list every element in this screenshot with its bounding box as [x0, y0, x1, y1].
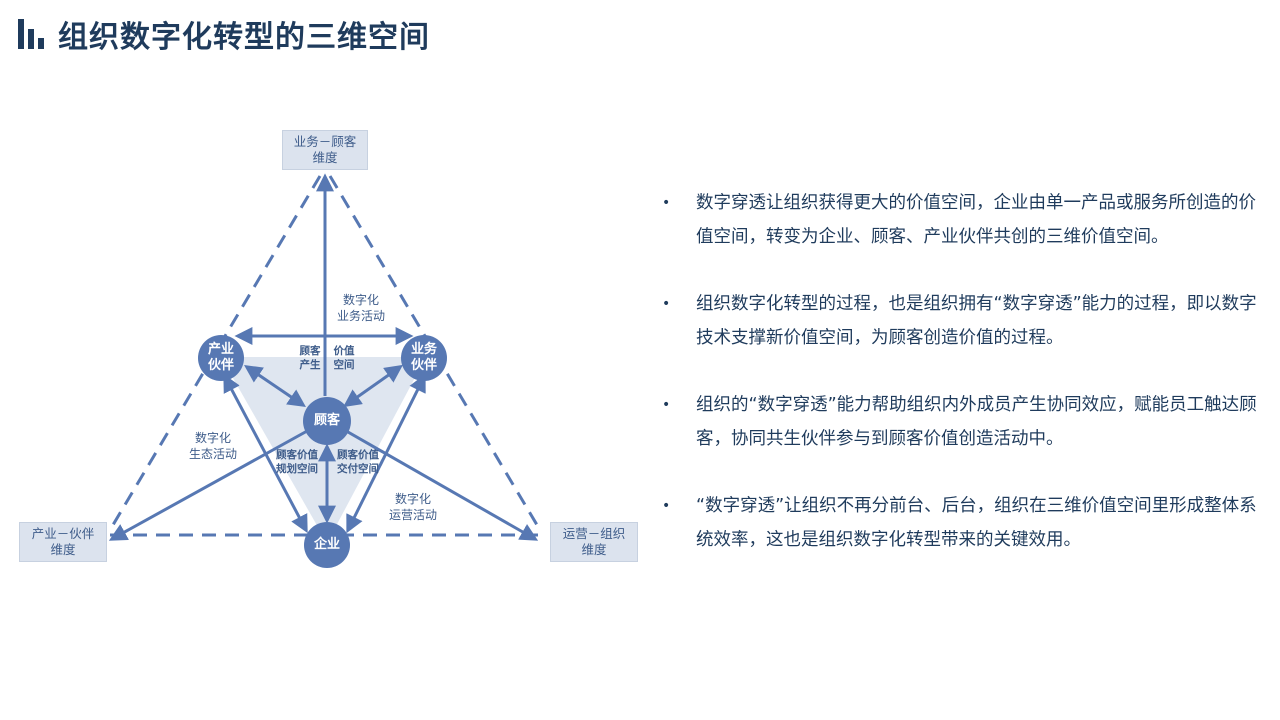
customer-create-label: 顾客产生 [299, 345, 321, 371]
list-item: • 组织数字化转型的过程，也是组织拥有“数字穿透”能力的过程，即以数字技术支撑新… [660, 287, 1260, 355]
business-activity-label: 数字化业务活动 [336, 293, 385, 323]
page-title: 组织数字化转型的三维空间 [58, 20, 430, 55]
bar-chart-icon [18, 19, 46, 49]
bullet-icon: • [662, 397, 671, 413]
value-space-label: 价值空间 [333, 345, 355, 371]
operations-activity-label: 数字化运营活动 [388, 492, 437, 522]
customer-node: 顾客 [303, 397, 351, 445]
three-dimension-diagram: 业务－顾客维度 产业－伙伴维度 运营－组织维度 产业伙伴 业务伙伴 顾客 企业 … [0, 110, 660, 590]
diagram-lines [108, 173, 542, 543]
left-dimension-box: 产业－伙伴维度 [19, 522, 107, 562]
bullet-icon: • [662, 195, 671, 211]
bullet-list: • 数字穿透让组织获得更大的价值空间，企业由单一产品或服务所创造的价值空间，转变… [660, 186, 1260, 590]
bullet-icon: • [662, 498, 671, 514]
arrow-industry-enterprise [223, 373, 308, 534]
deliver-space-label: 顾客价值交付空间 [337, 449, 379, 475]
enterprise-node: 企业 [304, 522, 350, 568]
plan-space-label: 顾客价值规划空间 [276, 449, 318, 475]
list-item: • 数字穿透让组织获得更大的价值空间，企业由单一产品或服务所创造的价值空间，转变… [660, 186, 1260, 254]
list-item: • “数字穿透”让组织不再分前台、后台，组织在三维价值空间里形成整体系统效率，这… [660, 489, 1260, 557]
bullet-icon: • [662, 296, 671, 312]
business-partner-node: 业务伙伴 [401, 335, 447, 381]
header: 组织数字化转型的三维空间 [18, 14, 430, 55]
ecology-activity-label: 数字化生态活动 [188, 431, 237, 461]
industry-partner-node: 产业伙伴 [198, 335, 244, 381]
list-item: • 组织的“数字穿透”能力帮助组织内外成员产生协同效应，赋能员工触达顾客，协同共… [660, 388, 1260, 456]
top-dimension-box: 业务－顾客维度 [282, 130, 368, 170]
right-dimension-box: 运营－组织维度 [550, 522, 638, 562]
arrow-business-enterprise [346, 373, 426, 534]
